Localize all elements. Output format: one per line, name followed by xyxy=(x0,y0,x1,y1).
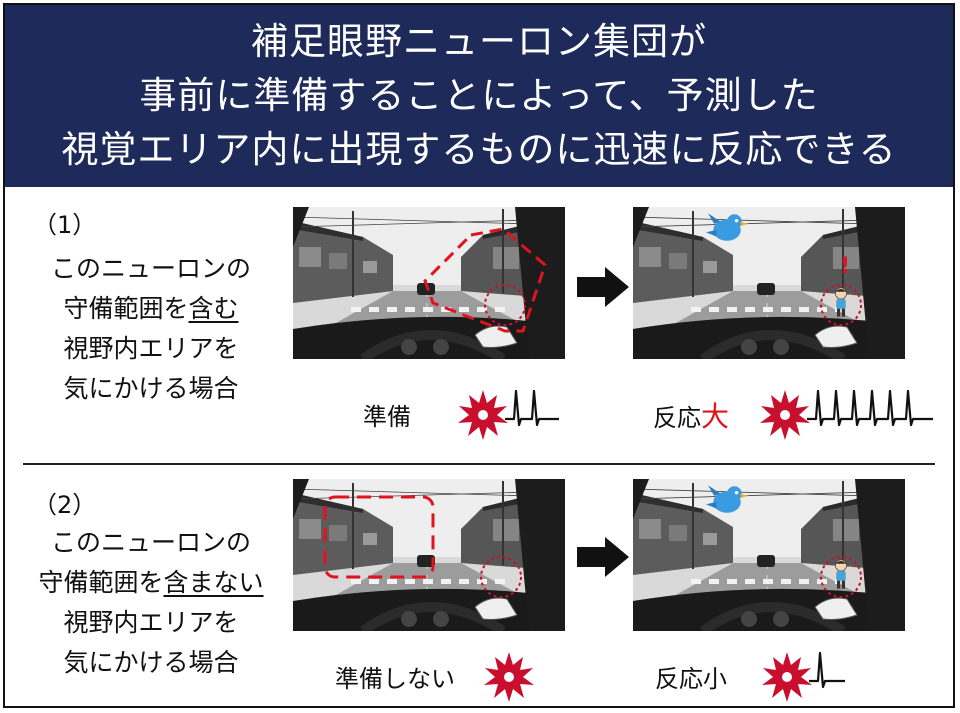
case1-desc-emphasis: 含む xyxy=(188,294,239,323)
title-line-3: 視覚エリア内に出現するものに迅速に反応できる xyxy=(61,128,897,171)
case2-receptive-field xyxy=(480,556,522,598)
case1-react-magnitude: 大 xyxy=(701,400,730,433)
diagram-frame: 補足眼野ニューロン集団が 事前に準備することによって、予測した 視覚エリア内に出… xyxy=(3,3,955,708)
case1-receptive-field xyxy=(484,284,526,326)
case2-arrow-icon xyxy=(577,537,629,577)
case1-arrow-icon xyxy=(577,267,629,307)
case1-react-spike-train xyxy=(807,389,933,427)
case1-prep-neuron-icon xyxy=(457,389,509,441)
case2-react-spike-train xyxy=(809,651,845,689)
case2-desc-line2-a: 守備範囲を xyxy=(38,568,164,597)
case1-prep-scene xyxy=(293,207,565,359)
case2-desc-line4: 気にかける場合 xyxy=(63,648,239,677)
case2-label: （2） xyxy=(33,491,97,519)
case1-prep-caption: 準備 xyxy=(363,403,411,431)
case2-prep-neuron-icon xyxy=(483,651,535,703)
case1-attention-area xyxy=(423,227,547,333)
case1-label: （1） xyxy=(33,211,97,239)
case2-attention-area xyxy=(323,495,435,579)
title-line-1: 補足眼野ニューロン集団が xyxy=(251,20,707,63)
title-banner: 補足眼野ニューロン集団が 事前に準備することによって、予測した 視覚エリア内に出… xyxy=(5,5,953,187)
case2-desc-emphasis: 含まない xyxy=(163,568,264,597)
case2-react-caption: 反応小 xyxy=(655,665,727,693)
case2-react-receptive-field xyxy=(820,556,862,598)
case1-desc-line1: このニューロンの xyxy=(50,254,251,283)
case1-desc-line4: 気にかける場合 xyxy=(63,374,239,403)
case2-react-spikes-line xyxy=(809,651,845,689)
case1-desc-line3: 視野内エリアを xyxy=(63,334,239,363)
case1-react-scene: ! xyxy=(633,207,905,359)
case1-react-caption: 反応大 xyxy=(653,395,729,435)
case1-react-neuron-icon xyxy=(759,389,811,441)
case1-desc-line2-a: 守備範囲を xyxy=(63,294,189,323)
case2-desc-line3: 視野内エリアを xyxy=(63,608,239,637)
case2-prep-caption: 準備しない xyxy=(335,665,455,693)
case2-react-neuron-icon xyxy=(761,651,813,703)
case1-react-receptive-field xyxy=(820,284,862,326)
case2-react-scene xyxy=(633,479,905,631)
title-line-2: 事前に準備することによって、予測した xyxy=(139,74,819,117)
case2-description: このニューロンの 守備範囲を含まない 視野内エリアを 気にかける場合 xyxy=(25,523,277,683)
case2-prep-scene xyxy=(293,479,565,631)
case1-prep-spikes-line xyxy=(505,389,559,427)
case1-prep-spike-train xyxy=(505,389,559,427)
case2-desc-line2: 守備範囲を含まない xyxy=(25,563,277,603)
exclamation-mark: ! xyxy=(840,254,850,279)
case2-desc-line1: このニューロンの xyxy=(50,528,251,557)
case1-description: このニューロンの 守備範囲を含む 視野内エリアを 気にかける場合 xyxy=(25,249,277,409)
case1-desc-line2: 守備範囲を含む xyxy=(25,289,277,329)
case1-react-spikes-line xyxy=(807,389,933,427)
section-divider xyxy=(23,463,935,465)
case1-react-caption-text: 反応 xyxy=(653,404,701,432)
